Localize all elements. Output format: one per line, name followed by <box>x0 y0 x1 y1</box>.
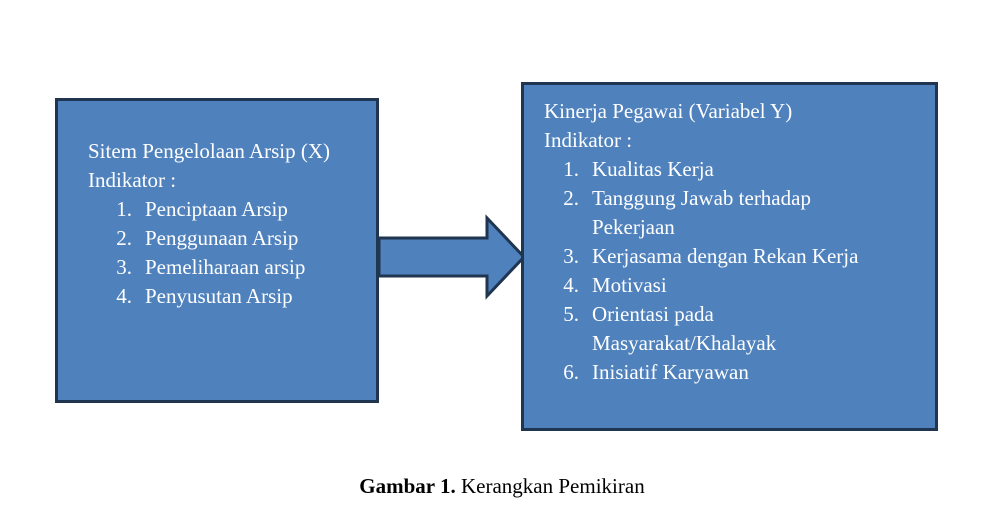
list-item: 1. Penciptaan Arsip <box>88 195 376 224</box>
item-number: 6. <box>563 360 579 384</box>
item-text: Penggunaan Arsip <box>145 226 299 250</box>
item-number: 1. <box>116 197 132 221</box>
figure-caption: Gambar 1. Kerangkan Pemikiran <box>0 474 1004 499</box>
right-arrow-icon <box>377 214 527 300</box>
list-item: 1. Kualitas Kerja <box>544 155 935 184</box>
item-text: Kerjasama dengan Rekan Kerja <box>592 244 859 268</box>
independent-variable-box: Sitem Pengelolaan Arsip (X) Indikator : … <box>55 98 379 403</box>
caption-label: Gambar 1. <box>359 474 456 498</box>
list-item: 4. Motivasi <box>544 271 935 300</box>
item-number: 3. <box>563 244 579 268</box>
left-box-title: Sitem Pengelolaan Arsip (X) <box>88 139 331 163</box>
dependent-variable-box: Kinerja Pegawai (Variabel Y) Indikator :… <box>521 82 938 431</box>
item-number: 2. <box>563 186 579 210</box>
item-text: Kualitas Kerja <box>592 157 714 181</box>
item-number: 1. <box>563 157 579 181</box>
list-item: 2. Penggunaan Arsip <box>88 224 376 253</box>
item-text: Penciptaan Arsip <box>145 197 288 221</box>
caption-text: Kerangkan Pemikiran <box>455 474 645 498</box>
item-text: Penyusutan Arsip <box>145 284 293 308</box>
list-item: 5. Orientasi pada Masyarakat/Khalayak <box>544 300 935 358</box>
list-item: 3. Kerjasama dengan Rekan Kerja <box>544 242 935 271</box>
list-item: 4. Penyusutan Arsip <box>88 282 376 311</box>
list-item: 2. Tanggung Jawab terhadap Pekerjaan <box>544 184 935 242</box>
right-box-title: Kinerja Pegawai (Variabel Y) <box>544 99 793 123</box>
item-text: Orientasi pada Masyarakat/Khalayak <box>592 302 777 355</box>
item-text: Motivasi <box>592 273 667 297</box>
item-number: 4. <box>563 273 579 297</box>
item-number: 3. <box>116 255 132 279</box>
item-text: Tanggung Jawab terhadap Pekerjaan <box>592 186 811 239</box>
item-text: Inisiatif Karyawan <box>592 360 749 384</box>
item-number: 4. <box>116 284 132 308</box>
left-indicator-label: Indikator : <box>88 168 177 192</box>
list-item: 6. Inisiatif Karyawan <box>544 358 935 387</box>
list-item: 3. Pemeliharaan arsip <box>88 253 376 282</box>
item-number: 5. <box>563 302 579 326</box>
right-indicator-label: Indikator : <box>544 128 633 152</box>
item-number: 2. <box>116 226 132 250</box>
item-text: Pemeliharaan arsip <box>145 255 306 279</box>
